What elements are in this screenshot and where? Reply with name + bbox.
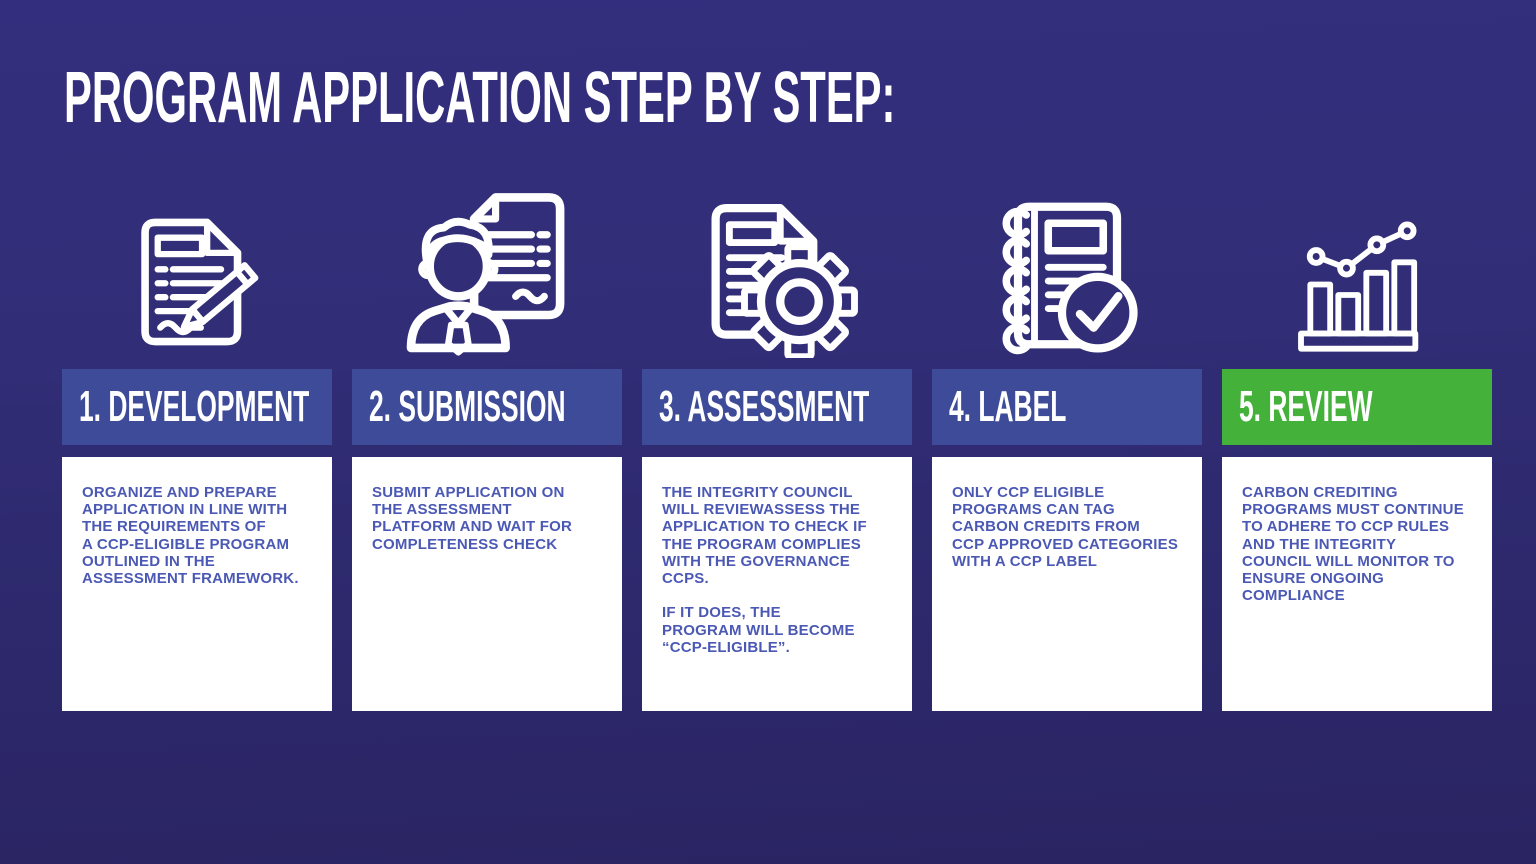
step-label-text: ONLY CCP ELIGIBLE PROGRAMS CAN TAG CARBO… — [952, 484, 1179, 570]
bar-chart-icon — [1298, 221, 1419, 352]
document-pen-icon — [141, 218, 259, 346]
step-submission-text: SUBMIT APPLICATION ON THE ASSESSMENT PLA… — [372, 484, 573, 553]
step-assessment-card: THE INTEGRITY COUNCIL WILL REVIEWASSESS … — [642, 457, 912, 711]
notebook-check-icon — [1002, 202, 1138, 355]
step-submission-icon-box — [352, 182, 622, 358]
step-review-header: 5. REVIEW — [1222, 369, 1492, 445]
step-assessment-label: 3. ASSESSMENT — [659, 382, 870, 431]
step-submission-card: SUBMIT APPLICATION ON THE ASSESSMENT PLA… — [352, 457, 622, 711]
step-label-header: 4. LABEL — [932, 369, 1202, 445]
step-development: 1. DEVELOPMENT ORGANIZE AND PREPARE APPL… — [62, 182, 332, 711]
step-review-icon-box — [1222, 182, 1492, 358]
document-gear-icon — [711, 204, 858, 358]
step-assessment-header: 3. ASSESSMENT — [642, 369, 912, 445]
step-development-card: ORGANIZE AND PREPARE APPLICATION IN LINE… — [62, 457, 332, 711]
step-label-card: ONLY CCP ELIGIBLE PROGRAMS CAN TAG CARBO… — [932, 457, 1202, 711]
step-review-card: CARBON CREDITING PROGRAMS MUST CONTINUE … — [1222, 457, 1492, 711]
step-assessment-icon-box — [642, 182, 912, 358]
step-submission-header: 2. SUBMISSION — [352, 369, 622, 445]
step-submission-label: 2. SUBMISSION — [369, 382, 566, 431]
step-review: 5. REVIEW CARBON CREDITING PROGRAMS MUST… — [1222, 182, 1492, 711]
step-label: 4. LABEL ONLY CCP ELIGIBLE PROGRAMS CAN … — [932, 182, 1202, 711]
step-review-text: CARBON CREDITING PROGRAMS MUST CONTINUE … — [1242, 484, 1464, 605]
step-label-icon-box — [932, 182, 1202, 358]
page-title: PROGRAM APPLICATION STEP BY STEP: — [64, 58, 896, 138]
person-document-icon — [406, 193, 565, 356]
step-development-label: 1. DEVELOPMENT — [79, 382, 310, 431]
step-development-text: ORGANIZE AND PREPARE APPLICATION IN LINE… — [82, 484, 299, 588]
step-development-icon-box — [62, 182, 332, 358]
step-label-label: 4. LABEL — [949, 382, 1067, 431]
step-development-header: 1. DEVELOPMENT — [62, 369, 332, 445]
step-review-label: 5. REVIEW — [1239, 382, 1373, 431]
step-submission: 2. SUBMISSION SUBMIT APPLICATION ON THE … — [352, 182, 622, 711]
step-assessment: 3. ASSESSMENT THE INTEGRITY COUNCIL WILL… — [642, 182, 912, 711]
step-assessment-text: THE INTEGRITY COUNCIL WILL REVIEWASSESS … — [662, 484, 867, 656]
steps-row: 1. DEVELOPMENT ORGANIZE AND PREPARE APPL… — [62, 182, 1492, 711]
